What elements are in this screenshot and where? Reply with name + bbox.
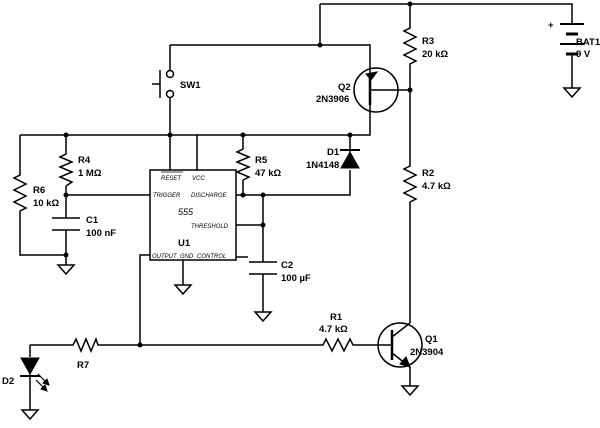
- r1-ref: R1: [330, 312, 343, 323]
- ground-icon: [20, 409, 40, 421]
- pin-output: OUTPUT: [152, 254, 178, 260]
- resistor-r3[interactable]: [402, 22, 418, 70]
- chip-part: 555: [178, 207, 194, 217]
- junction-dot: [260, 192, 266, 198]
- chip-ref: U1: [178, 238, 191, 249]
- r7-ref: R7: [77, 360, 89, 371]
- junction-dot: [63, 132, 69, 138]
- transistor-q1[interactable]: [377, 322, 423, 368]
- q2-value: 2N3906: [316, 94, 349, 105]
- d1-ref: D1: [327, 147, 340, 158]
- capacitor-c2[interactable]: [249, 261, 277, 275]
- pin-control: CONTROL: [197, 254, 226, 260]
- d2-ref: D2: [2, 376, 14, 387]
- ground-icon: [400, 385, 420, 397]
- r2-value: 4.7 kΩ: [422, 181, 451, 192]
- wires: [19, 3, 573, 410]
- junction-dot: [407, 87, 413, 93]
- junction-dot: [137, 342, 143, 348]
- component-labels: R3 20 kΩ Q2 2N3906 SW1 BAT1 9 V + D1 1N4…: [2, 20, 600, 387]
- q2-ref: Q2: [338, 82, 351, 93]
- battery-bat1[interactable]: [560, 23, 584, 62]
- diode-d1[interactable]: [340, 148, 360, 169]
- led-d2[interactable]: [20, 357, 50, 392]
- r4-ref: R4: [78, 155, 91, 166]
- junction-dot: [260, 222, 266, 228]
- ground-icon: [56, 264, 76, 276]
- bat1-value: 9 V: [576, 49, 591, 60]
- ic-u1-555[interactable]: [149, 169, 237, 261]
- r5-ref: R5: [255, 155, 268, 166]
- ground-icon: [253, 311, 273, 323]
- junction-dot: [240, 132, 246, 138]
- bat1-polarity: +: [548, 20, 554, 31]
- r1-value: 4.7 kΩ: [319, 324, 348, 335]
- ground-icon: [562, 87, 582, 99]
- pin-discharge: DISCHARGE: [191, 193, 228, 199]
- r3-ref: R3: [422, 36, 434, 47]
- r2-ref: R2: [422, 168, 434, 179]
- bat1-ref: BAT1: [576, 37, 600, 48]
- ground-icon: [173, 284, 193, 296]
- pin-vcc: VCC: [192, 176, 205, 182]
- pin-threshold: THRESHOLD: [191, 224, 229, 230]
- c1-value: 100 nF: [86, 228, 116, 239]
- ic-u1-text: RESET VCC TRIGGER DISCHARGE 555 THRESHOL…: [152, 171, 229, 260]
- transistor-q2[interactable]: [353, 67, 399, 113]
- junction-dot: [240, 192, 246, 198]
- ground-symbols: [20, 87, 582, 421]
- junction-dot: [347, 132, 353, 138]
- light-emission-arrows: [35, 373, 50, 392]
- junction-dot: [63, 252, 69, 258]
- r5-value: 47 kΩ: [255, 168, 281, 179]
- r6-value: 10 kΩ: [33, 198, 59, 209]
- resistor-r7[interactable]: [70, 336, 100, 353]
- r6-ref: R6: [33, 185, 45, 196]
- q1-value: 2N3904: [410, 347, 444, 358]
- c2-value: 100 µF: [281, 273, 311, 284]
- resistor-r4[interactable]: [58, 150, 74, 187]
- pin-gnd: GND: [180, 254, 194, 260]
- junction-dot: [167, 132, 173, 138]
- resistor-r5[interactable]: [235, 145, 251, 181]
- switch-sw1[interactable]: [152, 69, 175, 99]
- junction-dot: [63, 192, 69, 198]
- pin-reset: RESET: [161, 176, 182, 182]
- junction-dot: [317, 42, 323, 48]
- pin-trigger: TRIGGER: [153, 193, 181, 199]
- resistor-r1[interactable]: [320, 337, 355, 353]
- resistor-r2[interactable]: [402, 160, 418, 203]
- r3-value: 20 kΩ: [422, 49, 448, 60]
- c1-ref: C1: [86, 215, 99, 226]
- q1-ref: Q1: [425, 334, 438, 345]
- r4-value: 1 MΩ: [78, 168, 102, 179]
- junction-dot: [407, 1, 413, 7]
- d1-value: 1N4148: [306, 160, 339, 171]
- resistor-r6[interactable]: [12, 170, 28, 215]
- capacitor-c1[interactable]: [52, 217, 80, 231]
- c2-ref: C2: [281, 260, 293, 271]
- sw1-ref: SW1: [180, 80, 201, 91]
- junctions: [63, 1, 413, 348]
